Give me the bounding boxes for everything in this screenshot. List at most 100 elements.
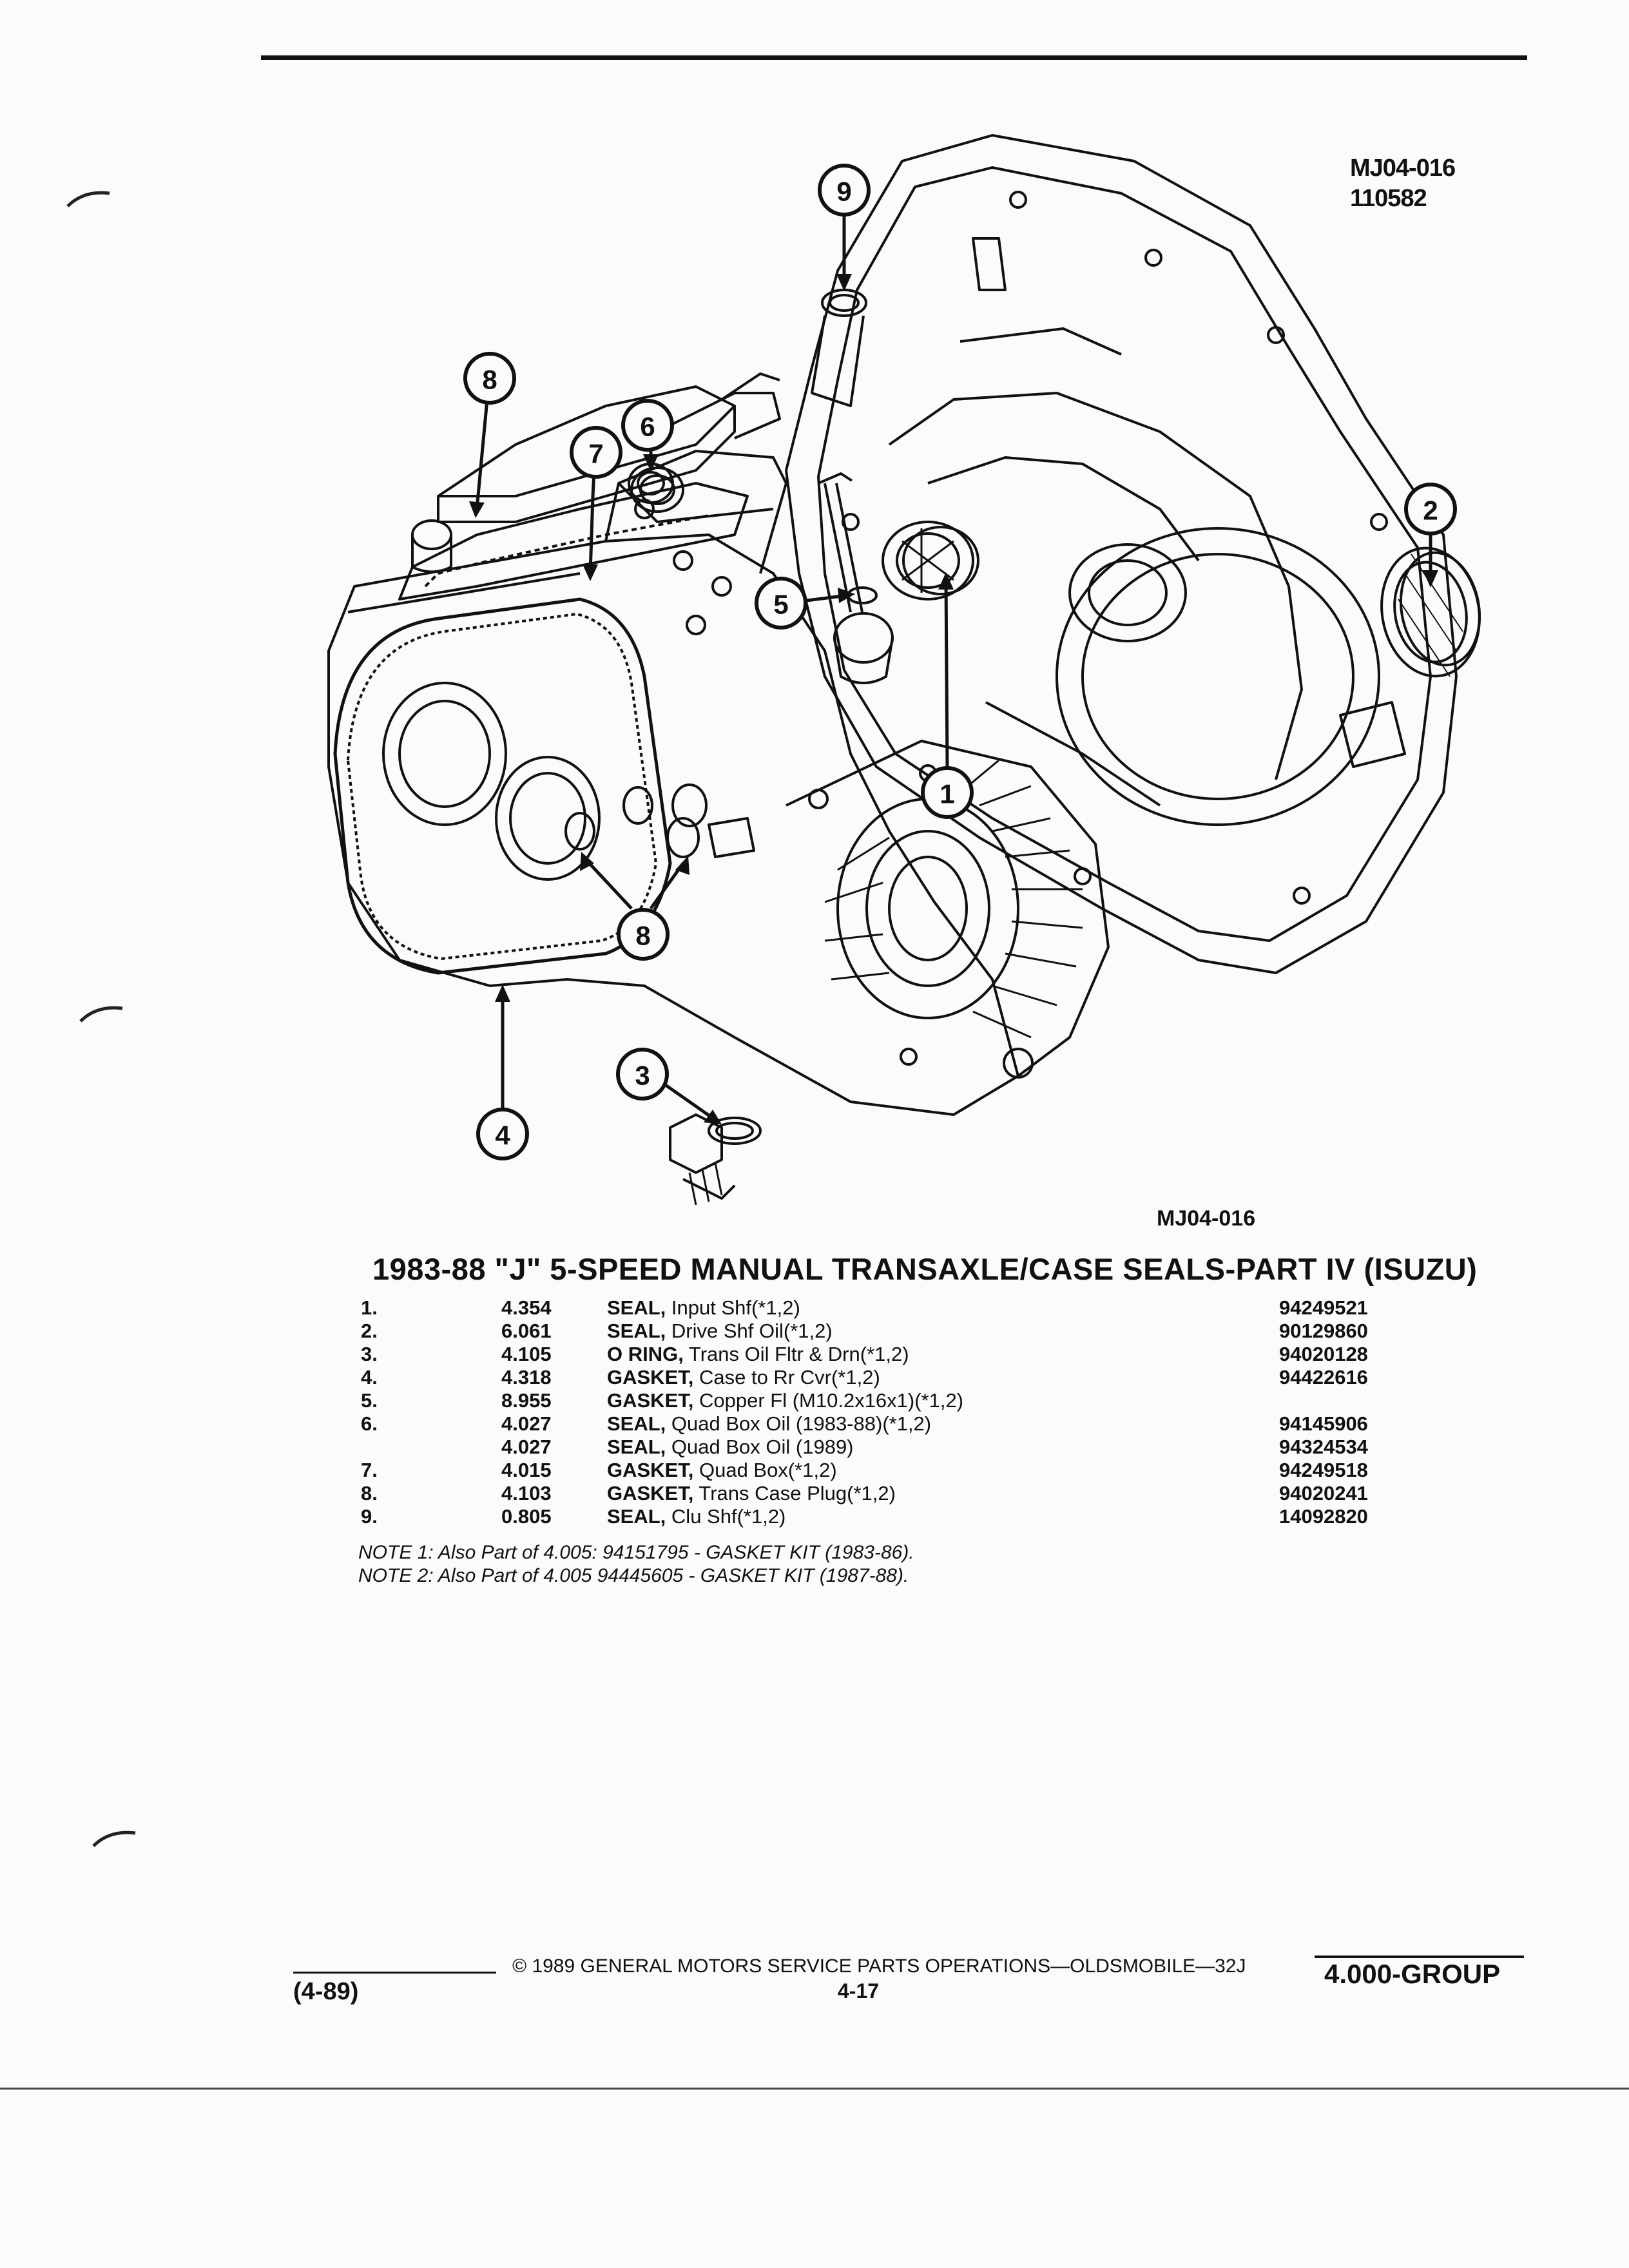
item-reference: 6.061: [501, 1320, 552, 1342]
callout-8-bottom-leaders: [585, 859, 685, 910]
drive-shaft-seal-illustration: [902, 526, 979, 595]
callout-3-leader: [656, 1077, 717, 1122]
item-detail: Quad Box(*1,2): [699, 1459, 837, 1481]
item-description: GASKET, Copper Fl (M10.2x16x1)(*1,2): [607, 1389, 963, 1412]
callout-3-circle: [616, 1048, 669, 1100]
item-name: GASKET,: [607, 1366, 694, 1389]
parts-row: 1. 4.354 SEAL, Input Shf(*1,2) 94249521: [361, 1296, 1418, 1320]
page-bottom-rule: [0, 2088, 1629, 2090]
item-detail: Quad Box Oil (1983-88)(*1,2): [671, 1412, 932, 1435]
item-number: 5.: [361, 1389, 378, 1412]
parts-row: 2. 6.061 SEAL, Drive Shf Oil(*1,2) 90129…: [361, 1320, 1418, 1343]
transmission-case-illustration: [327, 450, 1110, 1116]
footer-page-number: 4-17: [838, 1979, 880, 2003]
item-number: 1.: [361, 1296, 378, 1319]
item-description: GASKET, Trans Case Plug(*1,2): [607, 1482, 896, 1505]
parts-row: 4. 4.318 GASKET, Case to Rr Cvr(*1,2) 94…: [361, 1366, 1418, 1389]
item-name: GASKET,: [607, 1459, 694, 1481]
callout-1-circle: [921, 766, 974, 819]
item-reference: 0.805: [501, 1505, 552, 1528]
callout-8-top-leader: [475, 399, 489, 510]
margin-mark-middle: [79, 1006, 123, 1023]
item-reference: 4.103: [501, 1482, 552, 1504]
note-2: NOTE 2: Also Part of 4.005 94445605 - GA…: [358, 1565, 909, 1586]
item-detail: Trans Case Plug(*1,2): [699, 1482, 896, 1504]
item-name: SEAL,: [607, 1320, 666, 1342]
quad-box-illustration: [398, 372, 781, 601]
item-name: GASKET,: [607, 1389, 694, 1412]
item-description: SEAL, Quad Box Oil (1983-88)(*1,2): [607, 1412, 931, 1436]
item-number: 9.: [361, 1505, 378, 1528]
item-description: GASKET, Case to Rr Cvr(*1,2): [607, 1366, 880, 1389]
figure-code-top: MJ04-016: [1350, 155, 1456, 182]
item-reference: 8.955: [501, 1389, 552, 1412]
item-description: SEAL, Quad Box Oil (1989): [607, 1436, 854, 1459]
item-reference: 4.354: [501, 1296, 552, 1319]
callout-5-label: 5: [773, 590, 788, 620]
item-part-number: 94422616: [1279, 1366, 1368, 1389]
callout-2-circle: [1404, 483, 1457, 535]
item-reference: 4.105: [501, 1343, 552, 1365]
item-part-number: 94324534: [1279, 1436, 1368, 1458]
drain-plug-illustration: [669, 1113, 762, 1205]
item-number: 3.: [361, 1343, 378, 1365]
item-detail: Quad Box Oil (1989): [671, 1436, 854, 1458]
callout-8-bottom-label: 8: [635, 921, 650, 951]
callout-5-circle: [755, 577, 807, 629]
item-description: O RING, Trans Oil Fltr & Drn(*1,2): [607, 1343, 909, 1366]
item-detail: Copper Fl (M10.2x16x1)(*1,2): [699, 1389, 964, 1412]
footer-rule-right: [1315, 1956, 1524, 1958]
item-detail: Trans Oil Fltr & Drn(*1,2): [688, 1343, 909, 1365]
item-name: SEAL,: [607, 1505, 666, 1528]
parts-row: 7. 4.015 GASKET, Quad Box(*1,2) 94249518: [361, 1459, 1418, 1482]
item-part-number: 94249521: [1279, 1296, 1368, 1319]
figure-number: 110582: [1350, 185, 1427, 212]
item-name: SEAL,: [607, 1296, 666, 1319]
item-number: 2.: [361, 1320, 378, 1342]
callout-7-circle: [570, 426, 622, 479]
footer-group: 4.000-GROUP: [1324, 1959, 1501, 1989]
callout-6-circle: [621, 399, 674, 452]
item-number: 6.: [361, 1412, 378, 1435]
note-1: NOTE 1: Also Part of 4.005: 94151795 - G…: [358, 1542, 914, 1563]
item-number: 8.: [361, 1482, 378, 1504]
callout-4-label: 4: [495, 1120, 510, 1151]
callout-9-label: 9: [836, 177, 851, 207]
item-name: SEAL,: [607, 1412, 666, 1435]
item-reference: 4.027: [501, 1412, 552, 1435]
callout-4-circle: [476, 1108, 529, 1160]
parts-row: 3. 4.105 O RING, Trans Oil Fltr & Drn(*1…: [361, 1343, 1418, 1366]
parts-row: 9. 0.805 SEAL, Clu Shf(*1,2) 14092820: [361, 1505, 1418, 1528]
parts-list: 1. 4.354 SEAL, Input Shf(*1,2) 94249521 …: [361, 1296, 1418, 1528]
item-part-number: 94249518: [1279, 1459, 1368, 1481]
callout-8-top-circle: [463, 352, 516, 405]
item-name: GASKET,: [607, 1482, 694, 1504]
callout-6-label: 6: [640, 412, 655, 442]
item-name: SEAL,: [607, 1436, 666, 1458]
item-detail: Drive Shf Oil(*1,2): [671, 1320, 833, 1342]
margin-mark-bottom: [92, 1831, 136, 1847]
item-part-number: 14092820: [1279, 1505, 1368, 1528]
item-reference: 4.015: [501, 1459, 552, 1481]
item-description: SEAL, Clu Shf(*1,2): [607, 1505, 786, 1528]
callout-8-bottom-circle: [617, 908, 670, 961]
section-title: 1983-88 "J" 5-SPEED MANUAL TRANSAXLE/CAS…: [372, 1252, 1478, 1286]
callout-1-leader: [944, 579, 949, 767]
item-description: SEAL, Input Shf(*1,2): [607, 1296, 800, 1320]
parts-row: 4.027 SEAL, Quad Box Oil (1989) 94324534: [361, 1436, 1418, 1459]
item-detail: Input Shf(*1,2): [671, 1296, 800, 1319]
callout-8-top-label: 8: [482, 365, 497, 395]
item-description: SEAL, Drive Shf Oil(*1,2): [607, 1320, 833, 1343]
item-part-number: 90129860: [1279, 1320, 1368, 1342]
item-detail: Case to Rr Cvr(*1,2): [699, 1366, 880, 1389]
item-detail: Clu Shf(*1,2): [671, 1505, 786, 1528]
transaxle-exploded-diagram: 9 2 1 5 6 7 8 8 4 3: [327, 134, 1481, 1205]
parts-row: 6. 4.027 SEAL, Quad Box Oil (1983-88)(*1…: [361, 1412, 1418, 1436]
parts-row: 5. 8.955 GASKET, Copper Fl (M10.2x16x1)(…: [361, 1389, 1418, 1412]
callout-2-label: 2: [1423, 495, 1438, 526]
clutch-housing-illustration: [785, 134, 1458, 974]
figure-caption-code: MJ04-016: [1157, 1206, 1256, 1231]
header-rule: [261, 55, 1527, 60]
item-part-number: 94145906: [1279, 1412, 1368, 1435]
item-reference: 4.027: [501, 1436, 552, 1458]
